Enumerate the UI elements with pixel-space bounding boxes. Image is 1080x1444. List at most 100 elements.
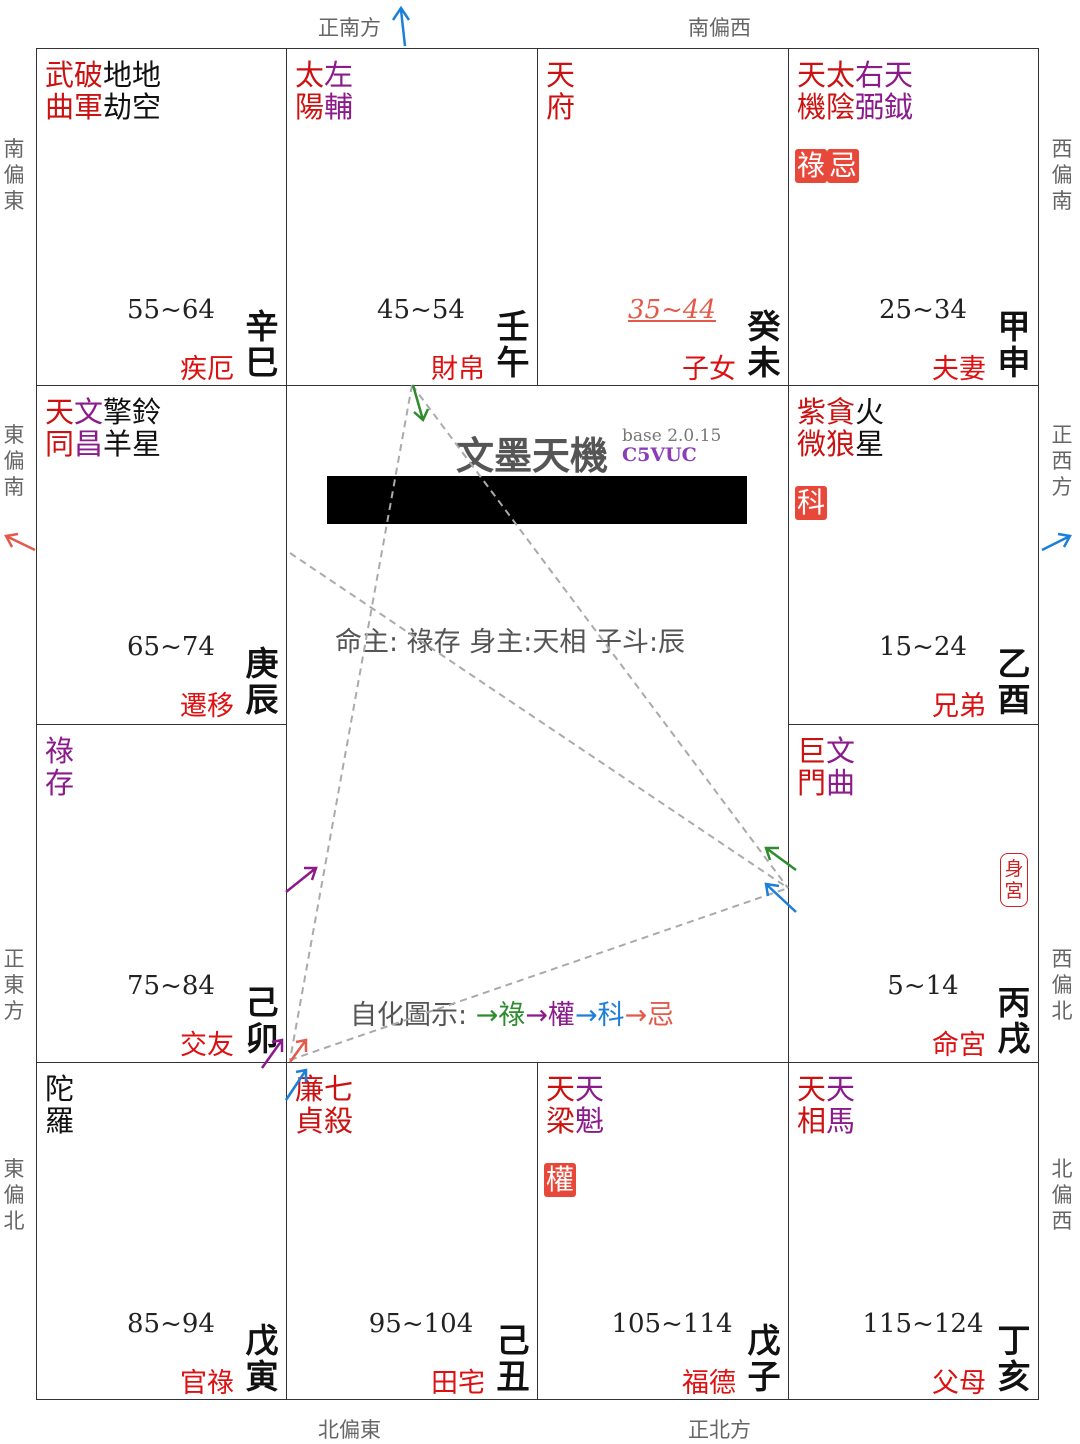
legend-prefix: 自化圖示: — [350, 1000, 476, 1031]
heavenly-stem: 丁 — [997, 1321, 1031, 1360]
stem-branch: 戊子 — [746, 1323, 782, 1395]
sihua-tag: 權 — [544, 1163, 577, 1197]
heavenly-stem: 辛 — [245, 307, 279, 346]
star-list: 廉貞七殺 — [295, 1073, 353, 1137]
version-label: base 2.0.15 — [622, 426, 722, 446]
star-name: 天相 — [797, 1072, 827, 1138]
star-name: 文昌 — [74, 395, 104, 461]
stem-branch: 辛巳 — [244, 309, 280, 381]
heavenly-stem: 甲 — [997, 307, 1031, 346]
palace-name: 交友 — [180, 1030, 234, 1061]
star-list: 武曲破軍地劫地空 — [45, 59, 161, 123]
star-list: 陀羅 — [45, 1073, 74, 1137]
star-name: 火星 — [855, 395, 885, 461]
direction-right-4: 北偏西 — [1051, 1157, 1073, 1233]
palace-zi[interactable]: 天梁天魁權 105~114 戊子福德 — [537, 1062, 789, 1400]
star-name: 巨門 — [797, 734, 827, 800]
legend-item: →祿 — [475, 1000, 526, 1031]
heavenly-stem: 庚 — [245, 644, 279, 683]
stem-branch: 乙酉 — [996, 646, 1032, 718]
age-range: 35~44 — [628, 295, 716, 325]
star-name: 擎羊 — [103, 395, 133, 461]
earthly-branch: 酉 — [997, 680, 1031, 719]
sihua-tag: 祿 — [795, 149, 828, 183]
earthly-branch: 亥 — [997, 1357, 1031, 1396]
heavenly-stem: 癸 — [747, 307, 781, 346]
earthly-branch: 卯 — [245, 1019, 279, 1058]
heavenly-stem: 丙 — [997, 983, 1031, 1022]
star-list: 天機太陰右弼天鉞 — [797, 59, 913, 123]
earthly-branch: 申 — [997, 343, 1031, 382]
age-range: 5~14 — [887, 971, 959, 1001]
palace-name: 父母 — [932, 1368, 986, 1399]
stem-branch: 己丑 — [495, 1323, 531, 1395]
star-name: 陀羅 — [45, 1072, 75, 1138]
app-title: 文墨天機 — [456, 434, 609, 478]
star-name: 天府 — [546, 58, 576, 124]
legend-item: →忌 — [624, 1000, 675, 1031]
heavenly-stem: 壬 — [496, 307, 530, 346]
stem-branch: 甲申 — [996, 309, 1032, 381]
star-name: 天鉞 — [884, 58, 914, 124]
star-list: 紫微貪狼火星 — [797, 396, 884, 460]
star-name: 天同 — [45, 395, 75, 461]
legend-item: →科 — [574, 1000, 625, 1031]
stem-branch: 庚辰 — [244, 646, 280, 718]
stem-branch: 丁亥 — [996, 1323, 1032, 1395]
direction-top-left: 正南方 — [318, 16, 381, 40]
age-range: 95~104 — [368, 1309, 474, 1339]
earthly-branch: 寅 — [245, 1357, 279, 1396]
palace-name: 命宮 — [932, 1030, 986, 1061]
palace-name: 兄弟 — [932, 691, 986, 722]
age-range: 55~64 — [127, 295, 215, 325]
age-range: 65~74 — [127, 632, 215, 662]
heavenly-stem: 己 — [245, 983, 279, 1022]
age-range: 105~114 — [611, 1309, 733, 1339]
star-name: 廉貞 — [295, 1072, 325, 1138]
earthly-branch: 巳 — [245, 343, 279, 382]
redacted-bar — [327, 476, 747, 524]
heavenly-stem: 戊 — [747, 1321, 781, 1360]
direction-top-right: 南偏西 — [688, 16, 751, 40]
age-range: 115~124 — [862, 1309, 984, 1339]
direction-right-3: 西偏北 — [1051, 947, 1073, 1023]
earthly-branch: 午 — [496, 343, 530, 382]
direction-left-3: 正東方 — [3, 947, 25, 1023]
shen-gong-badge: 身宮 — [1000, 853, 1028, 907]
palace-name: 官祿 — [180, 1368, 234, 1399]
star-list: 巨門文曲 — [797, 735, 855, 799]
sihua-tag: 忌 — [827, 149, 860, 183]
palace-name: 福德 — [682, 1368, 736, 1399]
star-list: 天府 — [546, 59, 575, 123]
stem-branch: 戊寅 — [244, 1323, 280, 1395]
palace-name: 子女 — [682, 354, 736, 385]
star-name: 天梁 — [546, 1072, 576, 1138]
star-list: 太陽左輔 — [295, 59, 353, 123]
arrow-right-icon — [1041, 532, 1072, 552]
star-name: 左輔 — [324, 58, 354, 124]
palace-hai[interactable]: 天相天馬 115~124 丁亥父母 — [788, 1062, 1039, 1400]
stem-branch: 己卯 — [244, 985, 280, 1057]
star-list: 天相天馬 — [797, 1073, 855, 1137]
age-range: 85~94 — [127, 1309, 215, 1339]
earthly-branch: 辰 — [245, 680, 279, 719]
direction-right-1: 西偏南 — [1051, 137, 1073, 213]
heavenly-stem: 己 — [496, 1321, 530, 1360]
palace-yin[interactable]: 陀羅 85~94 戊寅官祿 — [36, 1062, 287, 1400]
direction-right-2: 正西方 — [1051, 423, 1073, 499]
age-range: 15~24 — [879, 632, 967, 662]
star-name: 天機 — [797, 58, 827, 124]
star-list: 天梁天魁 — [546, 1073, 604, 1137]
heavenly-stem: 戊 — [245, 1321, 279, 1360]
heavenly-stem: 乙 — [997, 644, 1031, 683]
star-name: 地劫 — [103, 58, 133, 124]
